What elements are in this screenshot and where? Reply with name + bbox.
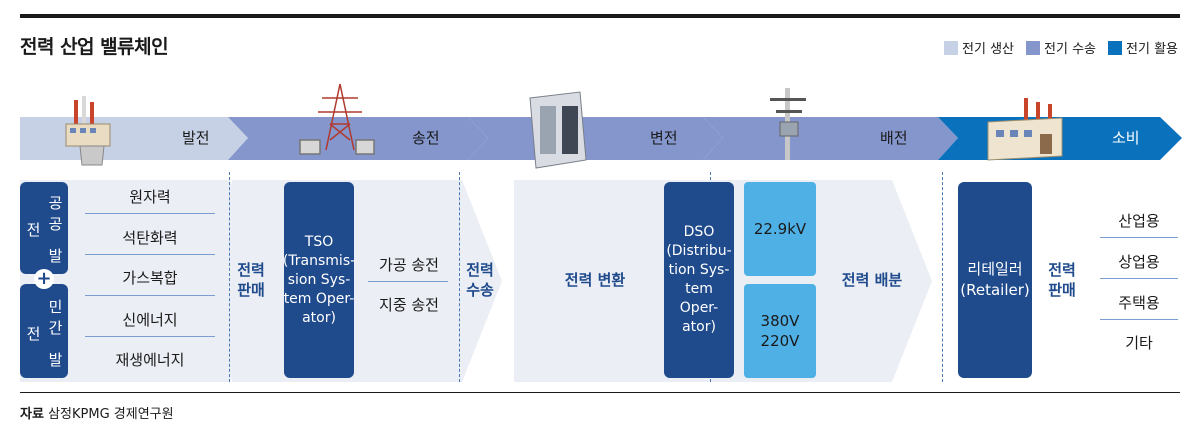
flow-label-sale-1: 전력 판매 (234, 260, 268, 300)
dso-line-4: tem Oper- (679, 281, 719, 316)
tso-line-2: (Transmis- (282, 252, 356, 269)
legend-label-production: 전기 생산 (962, 42, 1015, 57)
retailer-box: 리테일러 (Retailer) (958, 182, 1032, 378)
flow-label-sale-2-line-1: 전력 (1048, 261, 1076, 279)
use-other: 기타 (1125, 334, 1153, 352)
factory-icon (987, 98, 1063, 161)
source-label: 자료 (20, 407, 44, 422)
footer-rule (20, 392, 1180, 393)
use-commercial: 상업용 (1118, 253, 1160, 271)
legend-swatch-production (944, 40, 959, 55)
flow-label-transport-line-2: 수송 (466, 281, 494, 299)
private-generation-box: 민간 발전 (20, 284, 68, 378)
generation-band (20, 180, 272, 382)
divider-4 (942, 172, 943, 382)
voltage-low-label-2: 220V (760, 332, 800, 350)
flow-label-sale-2: 전력 판매 (1042, 260, 1082, 300)
source-gas: 가스복합 (122, 269, 178, 287)
underground-transmission: 지중 송전 (379, 296, 439, 314)
stage-chevron-distribution (703, 117, 958, 160)
use-divider-2 (1100, 278, 1178, 279)
use-divider-1 (1100, 237, 1178, 238)
transmission-tower-icon (299, 83, 375, 155)
stage-label-consumption: 소비 (1112, 129, 1140, 147)
source-divider-1 (85, 213, 215, 214)
dso-line-5: ator) (682, 319, 716, 335)
legend-item-usage: 전기 활용 (1108, 38, 1178, 57)
tso-line-4: tem Oper- (283, 290, 355, 307)
legend-label-usage: 전기 활용 (1126, 42, 1178, 57)
source-divider-4 (85, 336, 215, 337)
retailer-line-2: (Retailer) (960, 281, 1030, 299)
legend-item-production: 전기 생산 (944, 38, 1014, 57)
page-title: 전력 산업 밸류체인 (20, 36, 169, 58)
voltage-high-label: 22.9kV (753, 220, 807, 238)
voltage-high-box: 22.9kV (744, 182, 816, 276)
flow-label-sale-1-line-1: 전력 (237, 261, 265, 279)
divider-2 (459, 172, 460, 382)
stage-chevron-substation (468, 117, 723, 160)
voltage-low-box: 380V 220V (744, 284, 816, 378)
legend-item-transport: 전기 수송 (1026, 38, 1096, 57)
source-divider-2 (85, 254, 215, 255)
stage-chevron-generation (20, 117, 248, 160)
private-generation-label: 민간 발전 (24, 299, 64, 373)
top-rule (20, 14, 1180, 18)
source-coal: 석탄화력 (122, 229, 178, 247)
public-generation-box: 공공 발전 (20, 182, 68, 274)
stage-label-substation: 변전 (650, 129, 678, 147)
power-plant-icon (65, 96, 111, 166)
stage-label-distribution: 배전 (880, 129, 908, 147)
source-note: 자료 삼정KPMG 경제연구원 (20, 403, 174, 422)
legend: 전기 생산 전기 수송 전기 활용 (944, 38, 1178, 57)
conversion-label: 전력 변환 (564, 271, 626, 289)
dso-line-3: tion Sys- (668, 262, 730, 278)
substation-cabinet-icon (529, 91, 587, 169)
tso-line-5: ator) (302, 309, 336, 326)
flow-label-transport-line-1: 전력 (466, 261, 494, 279)
stage-label-generation: 발전 (182, 129, 210, 147)
use-industrial: 산업용 (1118, 212, 1160, 230)
source-nuclear: 원자력 (129, 188, 171, 206)
overhead-transmission: 가공 송전 (379, 256, 439, 274)
stage-label-transmission: 송전 (412, 129, 440, 147)
voltage-low-label-1: 380V (760, 312, 800, 330)
flow-label-transport: 전력 수송 (463, 260, 497, 300)
flow-label-sale-2-line-2: 판매 (1048, 281, 1076, 299)
transmission-band (232, 180, 502, 382)
dso-line-2: (Distribu- (666, 243, 732, 259)
legend-swatch-transport (1026, 40, 1041, 55)
retailer-line-1: 리테일러 (967, 260, 1023, 278)
use-residential: 주택용 (1118, 294, 1160, 312)
source-divider-3 (85, 295, 215, 296)
source-new-energy: 신에너지 (122, 311, 178, 329)
dso-box: DSO (Distribu- tion Sys- tem Oper- ator) (664, 182, 734, 378)
divider-1 (229, 172, 230, 382)
source-text: 삼정KPMG 경제연구원 (48, 407, 174, 422)
stage-chevron-transmission (228, 117, 488, 160)
distribution-label: 전력 배분 (841, 271, 903, 289)
tso-line-3: sion Sys- (287, 271, 351, 288)
tso-line-1: TSO (304, 233, 334, 250)
dso-line-1: DSO (683, 224, 715, 240)
tso-type-divider (368, 281, 448, 282)
flow-label-sale-1-line-2: 판매 (237, 281, 265, 299)
utility-pole-icon (770, 88, 806, 160)
source-renewable: 재생에너지 (115, 351, 185, 369)
tso-box: TSO (Transmis- sion Sys- tem Oper- ator) (282, 182, 356, 378)
legend-swatch-usage (1108, 40, 1123, 55)
use-divider-3 (1100, 319, 1178, 320)
legend-label-transport: 전기 수송 (1044, 42, 1097, 57)
plus-icon: + (34, 269, 54, 289)
public-generation-label: 공공 발전 (24, 195, 64, 269)
